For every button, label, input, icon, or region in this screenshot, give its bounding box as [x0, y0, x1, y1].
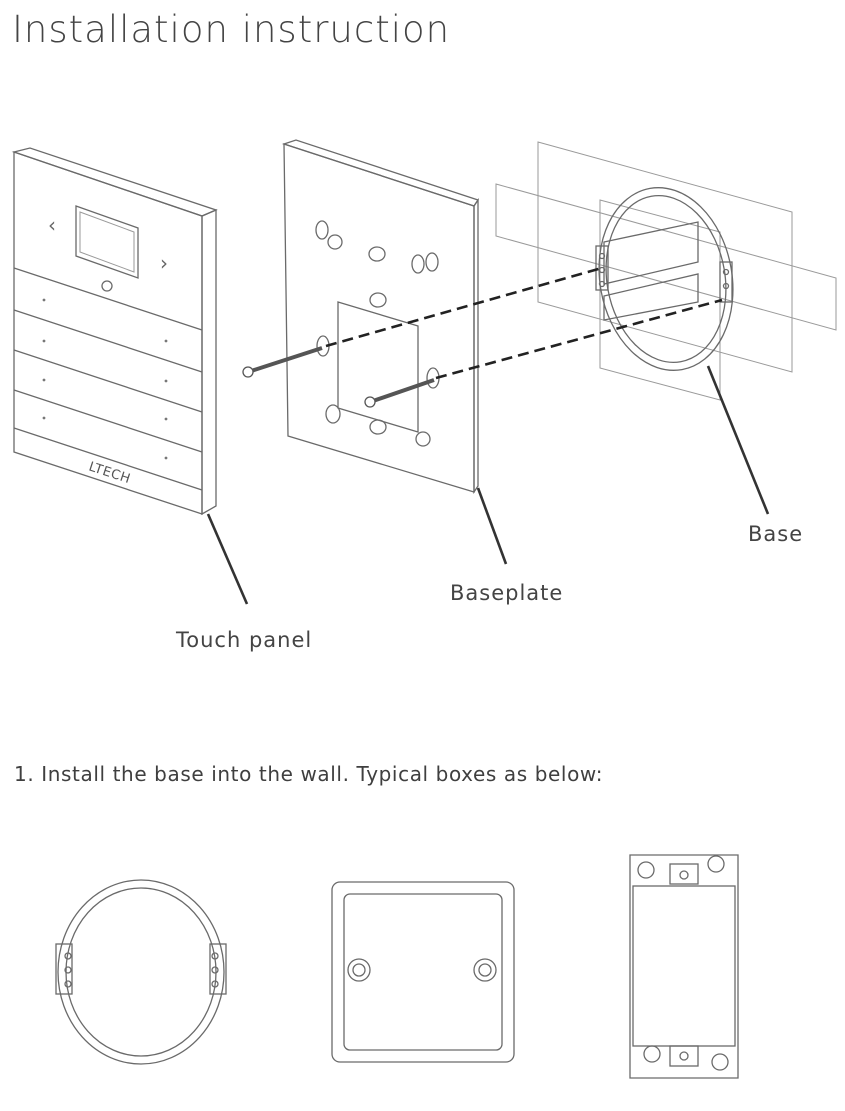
- base-illustration: [595, 187, 734, 371]
- base-label: Base: [748, 522, 804, 546]
- touch-panel-illustration: [11, 147, 218, 516]
- page-title: Installation instruction: [12, 8, 451, 51]
- step-1-text: 1. Install the base into the wall. Typic…: [14, 762, 604, 786]
- leader-lines: [206, 365, 770, 605]
- panel-nav-right-icon: ›: [160, 251, 168, 275]
- round-box-illustration: [55, 879, 227, 1065]
- wall-illustration: [495, 141, 837, 401]
- square-box-illustration: [331, 881, 515, 1063]
- alignment-lines: [325, 266, 723, 380]
- touch-panel-label: Touch panel: [176, 628, 313, 652]
- rectangular-box-illustration: [629, 854, 739, 1079]
- baseplate-label: Baseplate: [450, 581, 564, 605]
- screw-illustration: [242, 346, 435, 408]
- panel-nav-left-icon: ‹: [48, 213, 56, 237]
- baseplate-illustration: [281, 139, 480, 495]
